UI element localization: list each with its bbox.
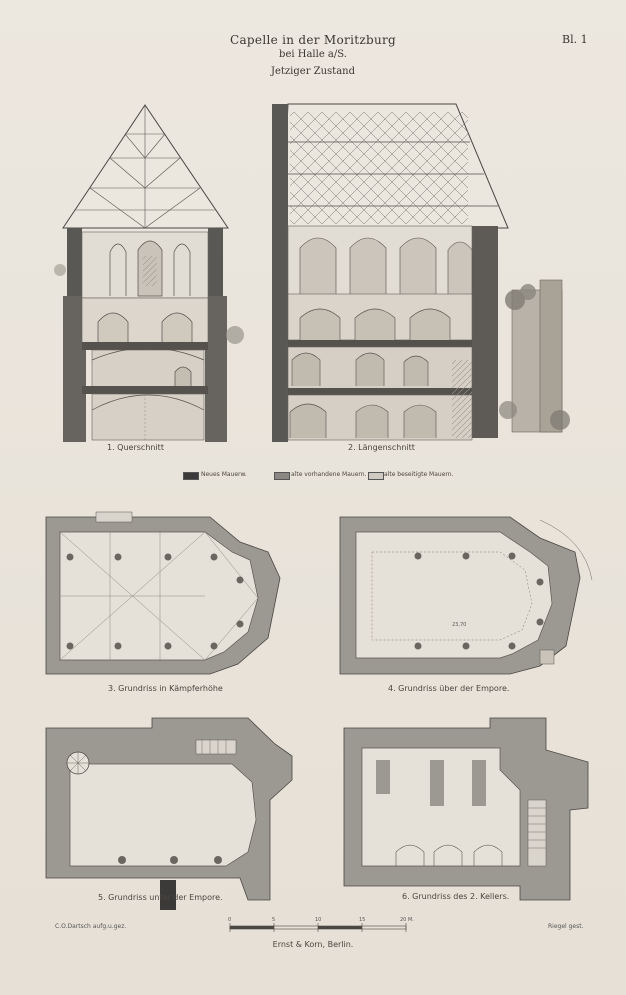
credit-engraver: Riegel gest. — [548, 923, 584, 930]
scale-label: 10 — [315, 917, 321, 923]
longitudinal-section-drawing — [272, 103, 570, 442]
cross-section-drawing — [54, 104, 244, 442]
page-subtitle-place: bei Halle a/S. — [279, 49, 347, 60]
plan-above-gallery — [339, 516, 593, 675]
caption-laengenschnitt: 2. Längenschnitt — [348, 443, 415, 452]
dimension-label: 23,70 — [452, 622, 466, 628]
scale-label: 20 M. — [400, 917, 414, 923]
caption-grundriss-kaempfer: 3. Grundriss in Kämpferhöhe — [108, 684, 223, 693]
plan-second-cellar — [343, 717, 589, 901]
legend-swatch-new — [183, 472, 199, 480]
caption-grundriss-keller: 6. Grundriss des 2. Kellers. — [402, 892, 510, 901]
publisher-line: Ernst & Korn, Berlin. — [272, 940, 354, 949]
plan-below-gallery — [45, 717, 293, 910]
caption-grundriss-ueber: 4. Grundriss über der Empore. — [388, 684, 510, 693]
scale-label: 5 — [272, 917, 275, 923]
credit-surveyor: C.O.Dartsch aufg.u.gez. — [55, 923, 127, 930]
caption-querschnitt: 1. Querschnitt — [107, 443, 164, 452]
page-subtitle-state: Jetziger Zustand — [270, 66, 356, 77]
page-title: Capelle in der Moritzburg — [230, 33, 396, 47]
legend-label-existing: alte vorhandene Mauern. — [291, 471, 367, 478]
legend-swatch-removed — [368, 472, 384, 480]
legend-label-new: Neues Mauerw. — [201, 471, 247, 478]
legend-swatch-existing — [274, 472, 290, 480]
legend-label-removed: alte beseitigte Mauern. — [384, 471, 454, 478]
caption-grundriss-unter: 5. Grundriss unter der Empore. — [98, 893, 223, 902]
scale-label: 0 — [228, 917, 231, 923]
scale-label: 15 — [359, 917, 365, 923]
plate-number: Bl. 1 — [562, 33, 588, 46]
plan-impost-level — [45, 511, 281, 675]
scale-bar: 0 5 10 15 20 M. — [228, 917, 414, 932]
